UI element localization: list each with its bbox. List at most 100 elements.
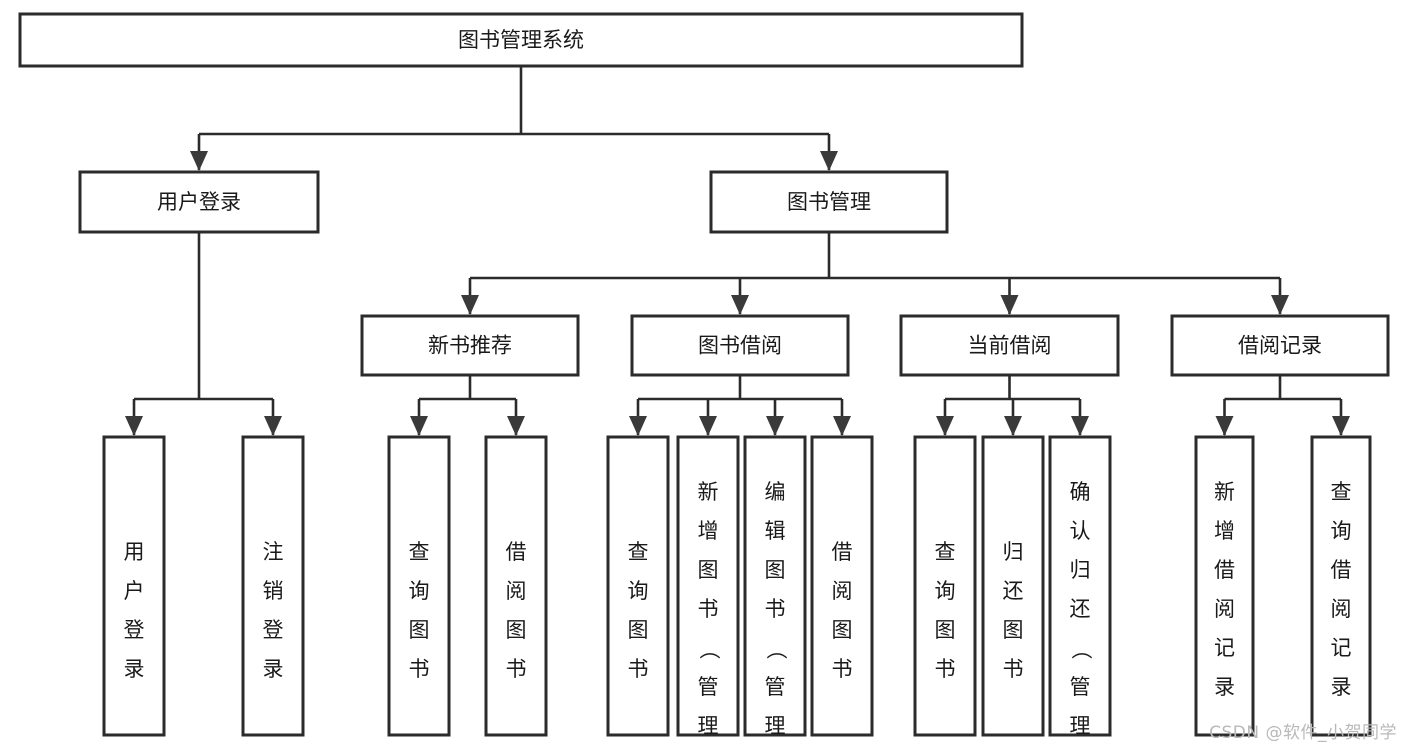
node-box [102,435,166,737]
node-box [484,435,548,737]
node-label-char: 管 [1070,675,1091,699]
node-label-char: 阅 [1331,597,1352,621]
node-label-char: 书 [1003,657,1024,681]
arrow-head-icon [731,295,749,315]
node-borrow-record[interactable]: 借阅记录 [1170,314,1390,377]
node-label-char: 阅 [1214,597,1235,621]
node-user-login[interactable]: 用户登录 [78,170,320,234]
arrow-head-icon [264,416,282,436]
node-label: 当前借阅 [968,334,1052,358]
node-label-char: 图 [409,618,430,642]
node-box [899,314,1120,377]
node-label-char: 注 [263,540,284,564]
node-label-char: 还 [1070,597,1091,621]
arrow-head-icon [125,416,143,436]
node-label-char: 销 [263,579,284,603]
node-box [241,435,305,737]
arrow-head-icon [1215,416,1234,436]
node-new-book-rec[interactable]: 新书推荐 [360,314,580,377]
node-label-char: 理 [698,714,719,738]
node-book-borrow[interactable]: 图书借阅 [630,314,850,377]
connector-group-borrow-record [1215,375,1350,436]
arrow-head-icon [833,416,851,436]
node-box [1048,435,1112,737]
node-label-char: 归 [1070,558,1091,582]
node-box [360,314,580,377]
arrow-head-icon [629,416,647,436]
arrow-head-icon [1004,416,1022,436]
node-label-char: 图 [628,618,649,642]
node-label: 新书推荐 [428,334,512,358]
node-label-char: 借 [1214,558,1235,582]
node-label: 借阅记录 [1238,334,1322,358]
node-label-char: 录 [263,657,284,681]
arrow-head-icon [766,416,784,436]
connector-layer [125,66,1350,436]
arrow-head-icon [507,416,525,436]
node-label-char: 书 [935,657,956,681]
arrow-head-icon [461,295,479,315]
connector-group-book-borrow [629,375,851,436]
node-label-char: 确 [1070,480,1091,504]
node-label-char: 登 [263,618,284,642]
node-label-char: 还 [1003,579,1024,603]
arrow-head-icon [190,151,208,171]
node-label-char: 图 [698,558,719,582]
node-label-char: 编 [765,480,786,504]
node-label-char: 辑 [765,519,786,543]
node-label-char: 增 [1214,519,1235,543]
connector-group-current-borrow [936,375,1089,436]
node-book-manage[interactable]: 图书管理 [709,170,949,234]
arrow-head-icon [1271,295,1289,315]
node-label-char: 管 [698,675,719,699]
node-label-char: 图 [935,618,956,642]
node-label-char: 录 [1214,675,1235,699]
node-label-char: 记 [1331,636,1352,660]
node-label-char: 借 [832,540,853,564]
node-box [913,435,977,737]
arrow-head-icon [936,416,954,436]
node-label-char: 图 [832,618,853,642]
node-label-char: 认 [1070,519,1091,543]
connector-group-root [190,66,838,171]
node-label-char: 理 [1070,714,1091,738]
node-leaf-user-login[interactable]: 用户登录 [102,435,166,737]
node-label-char: 新 [1214,480,1235,504]
node-label-char: 图 [765,558,786,582]
node-root[interactable]: 图书管理系统 [18,12,1024,68]
node-label-char: 书 [765,597,786,621]
node-box [630,314,850,377]
node-box [981,435,1045,737]
node-label-char: 询 [628,579,649,603]
node-label: 用户登录 [157,190,241,214]
node-box [1194,435,1255,737]
node-label-char: 书 [506,657,527,681]
node-label-char: 增 [698,519,719,543]
node-current-borrow[interactable]: 当前借阅 [899,314,1120,377]
node-label-char: 查 [935,540,956,564]
node-label-char: 借 [1331,558,1352,582]
node-box [810,435,874,737]
node-label-char: 阅 [832,579,853,603]
arrow-head-icon [1332,416,1350,436]
node-label-char: 书 [628,657,649,681]
node-label-char: （ [764,639,788,660]
node-label-char: 户 [124,579,145,603]
arrow-head-icon [1000,295,1019,315]
csdn-watermark: CSDN @软件_小贺同学 [1209,723,1397,743]
arrow-head-icon [699,416,717,436]
